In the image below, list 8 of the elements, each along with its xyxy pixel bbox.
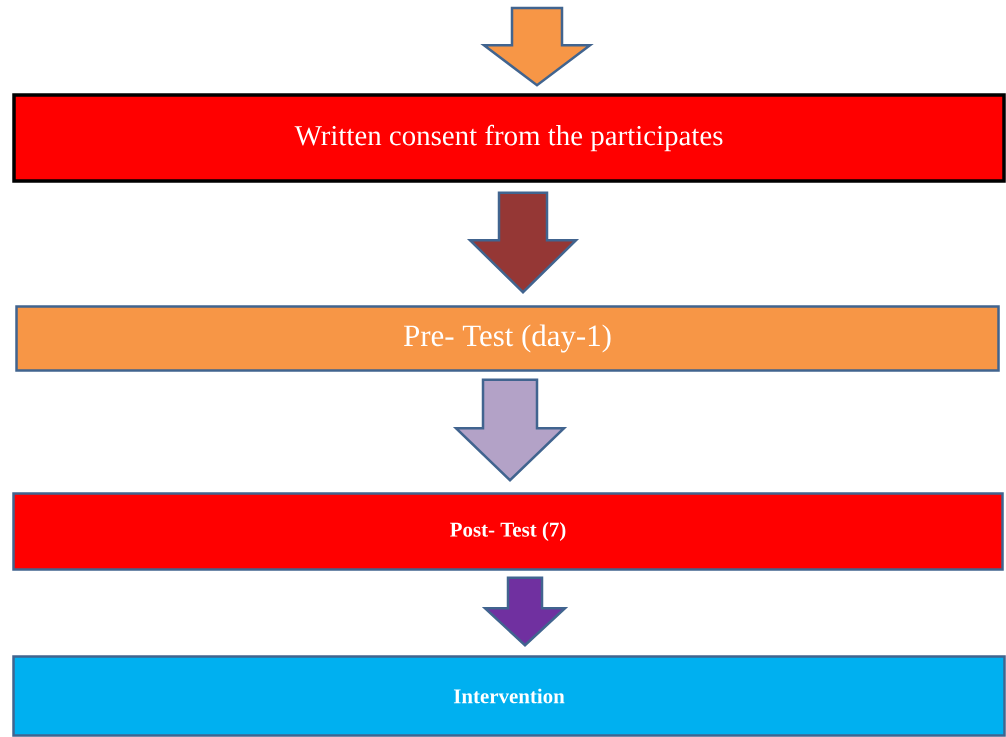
process-box: Written consent from the participates <box>12 93 1006 183</box>
block-arrow <box>452 378 568 482</box>
block-arrow <box>480 6 594 87</box>
process-box: Pre- Test (day-1) <box>15 305 1000 372</box>
process-box: Post- Test (7) <box>12 492 1004 571</box>
block-arrow <box>466 191 580 294</box>
process-box: Intervention <box>12 655 1006 737</box>
block-arrow <box>481 576 569 647</box>
